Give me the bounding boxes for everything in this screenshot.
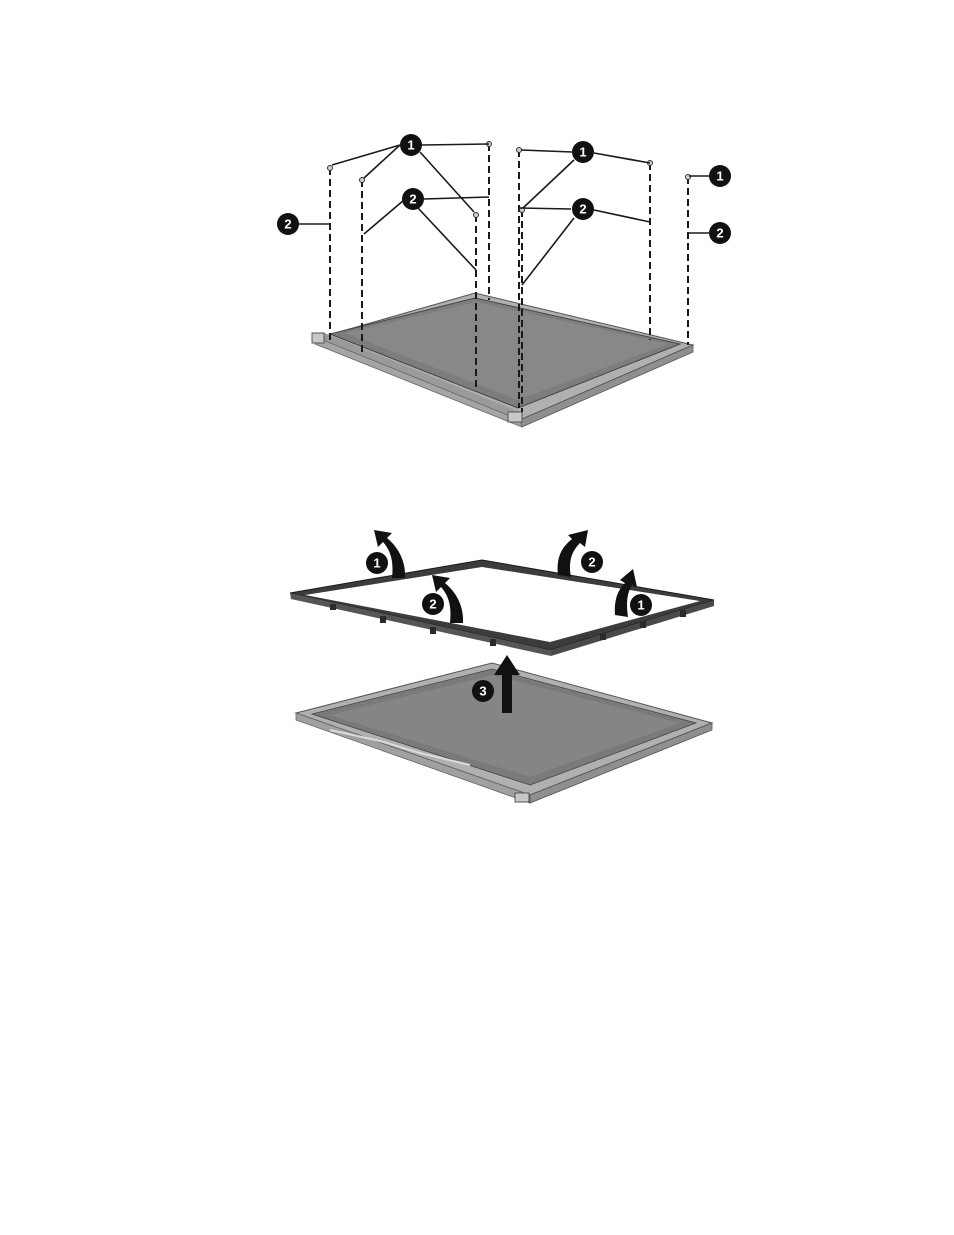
screw-removal-illustration: 1 2 2 1 2 1 2 [0,120,954,440]
callout-2-far-left: 2 [277,213,299,235]
svg-text:1: 1 [407,138,414,153]
bezel-removal-figure: 1 2 2 1 3 [0,515,954,825]
curved-arrow-icon [558,530,588,577]
svg-text:2: 2 [409,192,416,207]
svg-text:2: 2 [716,226,723,241]
svg-text:1: 1 [637,598,644,613]
callout-2-left: 2 [422,593,444,615]
callout-2-mid-right: 2 [572,198,594,220]
callout-1-right: 1 [630,594,652,616]
screws [328,142,691,218]
screw [360,178,365,183]
svg-text:2: 2 [284,217,291,232]
display-panel-assembly [312,293,693,427]
callout-3-center: 3 [472,680,494,702]
svg-text:1: 1 [716,169,723,184]
callout-1-far-right: 1 [709,165,731,187]
svg-text:1: 1 [373,556,380,571]
callout-2-right: 2 [581,551,603,573]
callout-1-top-right: 1 [572,141,594,163]
bezel-removal-illustration: 1 2 2 1 3 [0,515,954,825]
svg-text:1: 1 [579,145,586,160]
screw [474,213,479,218]
callout-2-far-right: 2 [709,222,731,244]
screw-removal-figure: 1 2 2 1 2 1 2 [0,120,954,440]
screw [517,148,522,153]
callout-1-top-left: 1 [400,134,422,156]
svg-text:2: 2 [429,597,436,612]
callout-2-mid-left: 2 [402,188,424,210]
svg-text:2: 2 [579,202,586,217]
screw [328,166,333,171]
leader-lines [299,144,709,285]
callout-1-left: 1 [366,552,388,574]
svg-text:2: 2 [588,555,595,570]
svg-text:3: 3 [479,684,486,699]
